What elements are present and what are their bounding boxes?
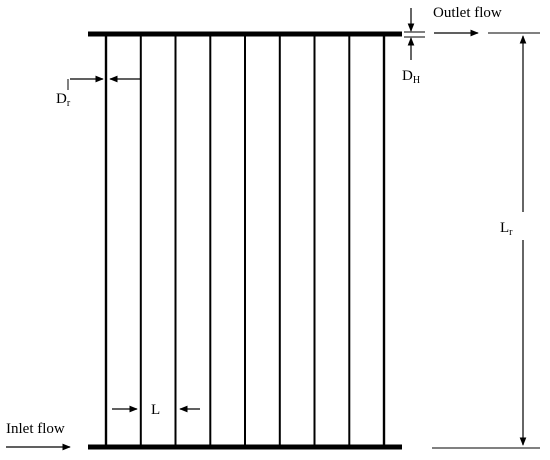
riser-tubes: [104, 36, 386, 445]
riser-diameter-label: Dr: [56, 91, 71, 109]
riser-length-label: Lr: [500, 220, 513, 238]
header-diameter-label: DH: [402, 68, 420, 86]
outlet-flow-label: Outlet flow: [433, 5, 502, 21]
riser-spacing-label: L: [151, 402, 160, 418]
inlet-flow-label: Inlet flow: [6, 421, 65, 437]
